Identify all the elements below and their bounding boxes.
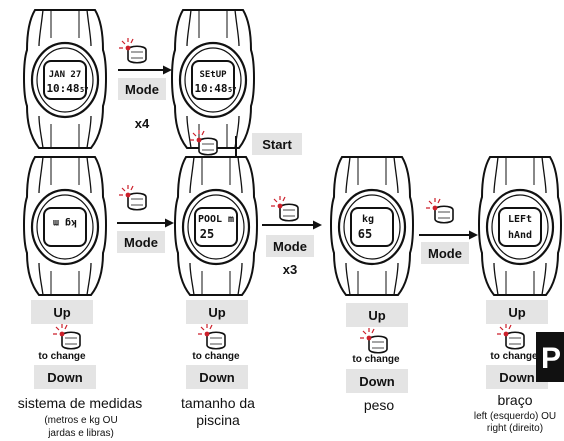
mode-button[interactable]: Mode	[117, 231, 165, 253]
mode-button-label: Mode	[124, 235, 158, 250]
press-count-x3: x3	[283, 262, 297, 277]
to-change-label: to change	[38, 351, 86, 362]
lcd-line-1: JAN 27	[49, 70, 82, 80]
to-change-label: to change	[192, 351, 240, 362]
down-button-label: Down	[359, 374, 394, 389]
press-icon	[52, 323, 81, 350]
language-tab-letter: P	[541, 342, 561, 375]
arm-caption-sub1: left (esquerdo) OU	[474, 411, 556, 422]
lcd-line-1: LEFt	[508, 214, 532, 225]
language-tab: P	[536, 332, 564, 382]
mode-button-label: Mode	[125, 82, 159, 97]
lcd-seconds: 57	[228, 86, 236, 94]
up-button[interactable]: Up	[31, 300, 93, 324]
lcd-line-2: 10:48	[46, 82, 79, 95]
lcd-line-2: 65	[358, 227, 372, 241]
press-count-x4: x4	[135, 116, 150, 131]
pool-caption-line1: tamanho da	[181, 395, 255, 411]
lcd-line-2: 10:48	[194, 82, 227, 95]
lcd-seconds: 57	[80, 86, 88, 94]
watch-date-screen: JAN 27 10:48 57	[22, 8, 108, 150]
pool-caption-line2: piscina	[196, 412, 240, 428]
up-button-label: Up	[208, 305, 225, 320]
up-button[interactable]: Up	[486, 300, 548, 324]
mode-button[interactable]: Mode	[421, 242, 469, 264]
up-button-label: Up	[368, 308, 385, 323]
start-button-label: Start	[262, 137, 292, 152]
to-change-label: to change	[490, 351, 538, 362]
arm-caption-sub2: right (direito)	[487, 423, 543, 434]
lcd-line-2: 25	[200, 227, 214, 241]
up-button-label: Up	[53, 305, 70, 320]
up-button[interactable]: Up	[346, 303, 408, 327]
mode-press-icon	[118, 37, 147, 64]
press-icon	[359, 327, 388, 354]
lcd-line-1: kg m	[53, 217, 77, 228]
units-caption-sub1: (metros e kg OU	[44, 415, 117, 426]
down-button[interactable]: Down	[346, 369, 408, 393]
units-caption: sistema de medidas	[18, 395, 143, 411]
to-change-label: to change	[352, 354, 400, 365]
down-button-label: Down	[499, 370, 534, 385]
mode-press-icon	[425, 197, 454, 224]
up-button[interactable]: Up	[186, 300, 248, 324]
watch-arm-screen: LEFt hAnd	[477, 155, 563, 297]
mode-press-icon	[270, 195, 299, 222]
lcd-line-1: kg	[362, 214, 374, 225]
watch-setup-screen: SEtUP 10:48 57	[170, 8, 256, 150]
mode-button-label: Mode	[273, 239, 307, 254]
mode-button[interactable]: Mode	[118, 78, 166, 100]
press-icon	[197, 323, 226, 350]
start-button[interactable]: Start	[252, 133, 302, 155]
mode-button-label: Mode	[428, 246, 462, 261]
units-caption-sub2: jardas e libras)	[47, 428, 114, 439]
lcd-line-2: hAnd	[508, 230, 532, 241]
watch-pool-screen: POOL m 25	[173, 155, 259, 297]
arm-caption: braço	[497, 392, 532, 408]
lcd-line-1: POOL m	[198, 214, 234, 225]
up-button-label: Up	[508, 305, 525, 320]
down-button-label: Down	[199, 370, 234, 385]
watch-weight-screen: kg 65	[329, 155, 415, 297]
mode-button[interactable]: Mode	[266, 235, 314, 257]
lcd-line-1: SEtUP	[199, 70, 227, 80]
down-button-label: Down	[47, 370, 82, 385]
press-icon	[496, 323, 525, 350]
down-button[interactable]: Down	[186, 365, 248, 389]
weight-caption: peso	[364, 397, 395, 413]
mode-press-icon	[118, 184, 147, 211]
down-button[interactable]: Down	[34, 365, 96, 389]
watch-units-screen: kg m	[22, 155, 108, 297]
